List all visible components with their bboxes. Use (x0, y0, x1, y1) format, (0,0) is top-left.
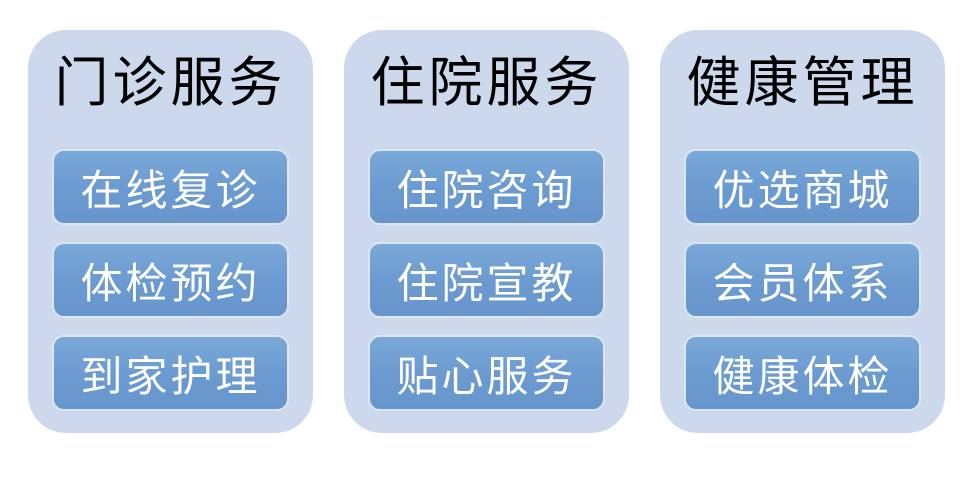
button-list-inpatient: 住院咨询 住院宣教 贴心服务 (368, 149, 605, 411)
card-inpatient-services: 住院服务 住院咨询 住院宣教 贴心服务 (344, 30, 629, 433)
card-title-outpatient: 门诊服务 (54, 53, 287, 113)
card-title-inpatient: 住院服务 (370, 53, 603, 113)
card-title-health-management: 健康管理 (686, 53, 919, 113)
card-health-management: 健康管理 优选商城 会员体系 健康体检 (660, 30, 945, 433)
checkup-appointment-button[interactable]: 体检预约 (52, 242, 289, 318)
button-list-health-management: 优选商城 会员体系 健康体检 (684, 149, 921, 411)
preferred-mall-button[interactable]: 优选商城 (684, 149, 921, 225)
card-outpatient-services: 门诊服务 在线复诊 体检预约 到家护理 (28, 30, 313, 433)
inpatient-consult-button[interactable]: 住院咨询 (368, 149, 605, 225)
online-followup-button[interactable]: 在线复诊 (52, 149, 289, 225)
inpatient-education-button[interactable]: 住院宣教 (368, 242, 605, 318)
health-checkup-button[interactable]: 健康体检 (684, 335, 921, 411)
membership-system-button[interactable]: 会员体系 (684, 242, 921, 318)
button-list-outpatient: 在线复诊 体检预约 到家护理 (52, 149, 289, 411)
caring-service-button[interactable]: 贴心服务 (368, 335, 605, 411)
home-care-button[interactable]: 到家护理 (52, 335, 289, 411)
service-diagram: 门诊服务 在线复诊 体检预约 到家护理 住院服务 住院咨询 住院宣教 贴心服务 … (28, 30, 945, 433)
